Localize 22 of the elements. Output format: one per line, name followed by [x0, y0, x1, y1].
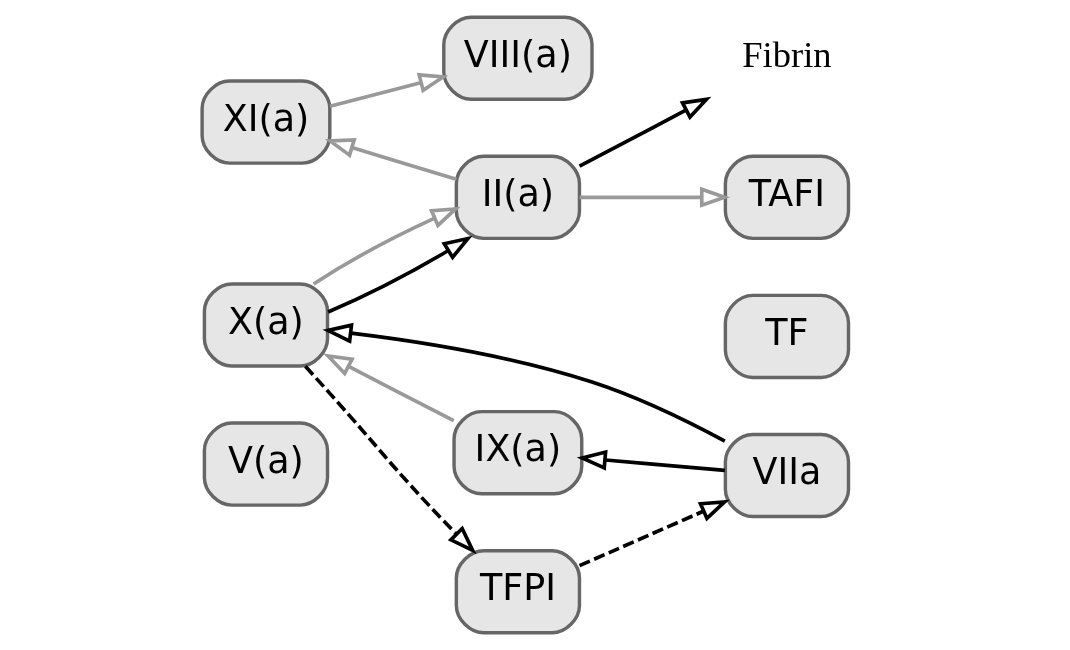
arrow — [329, 72, 449, 108]
node-box: TF — [723, 293, 851, 380]
node-box: XI(a) — [200, 79, 332, 165]
node-box: II(a) — [454, 154, 582, 241]
arrow — [323, 353, 455, 423]
arrow — [322, 322, 726, 443]
arrow — [312, 206, 461, 286]
arrow — [578, 96, 712, 168]
arrow — [327, 235, 473, 314]
arrow — [324, 137, 457, 182]
node-box: TAFI — [723, 154, 851, 241]
node-box: X(a) — [202, 282, 330, 368]
node-box: IX(a) — [452, 409, 584, 496]
arrow — [304, 365, 477, 555]
node-box: TFPI — [454, 549, 582, 635]
arrow — [578, 499, 730, 568]
node-box: VIII(a) — [442, 15, 594, 101]
arrow — [576, 449, 725, 473]
node-box: VIIa — [723, 432, 851, 519]
node-text: Fibrin — [742, 33, 832, 75]
arrow — [579, 186, 731, 208]
node-box: V(a) — [202, 421, 330, 507]
